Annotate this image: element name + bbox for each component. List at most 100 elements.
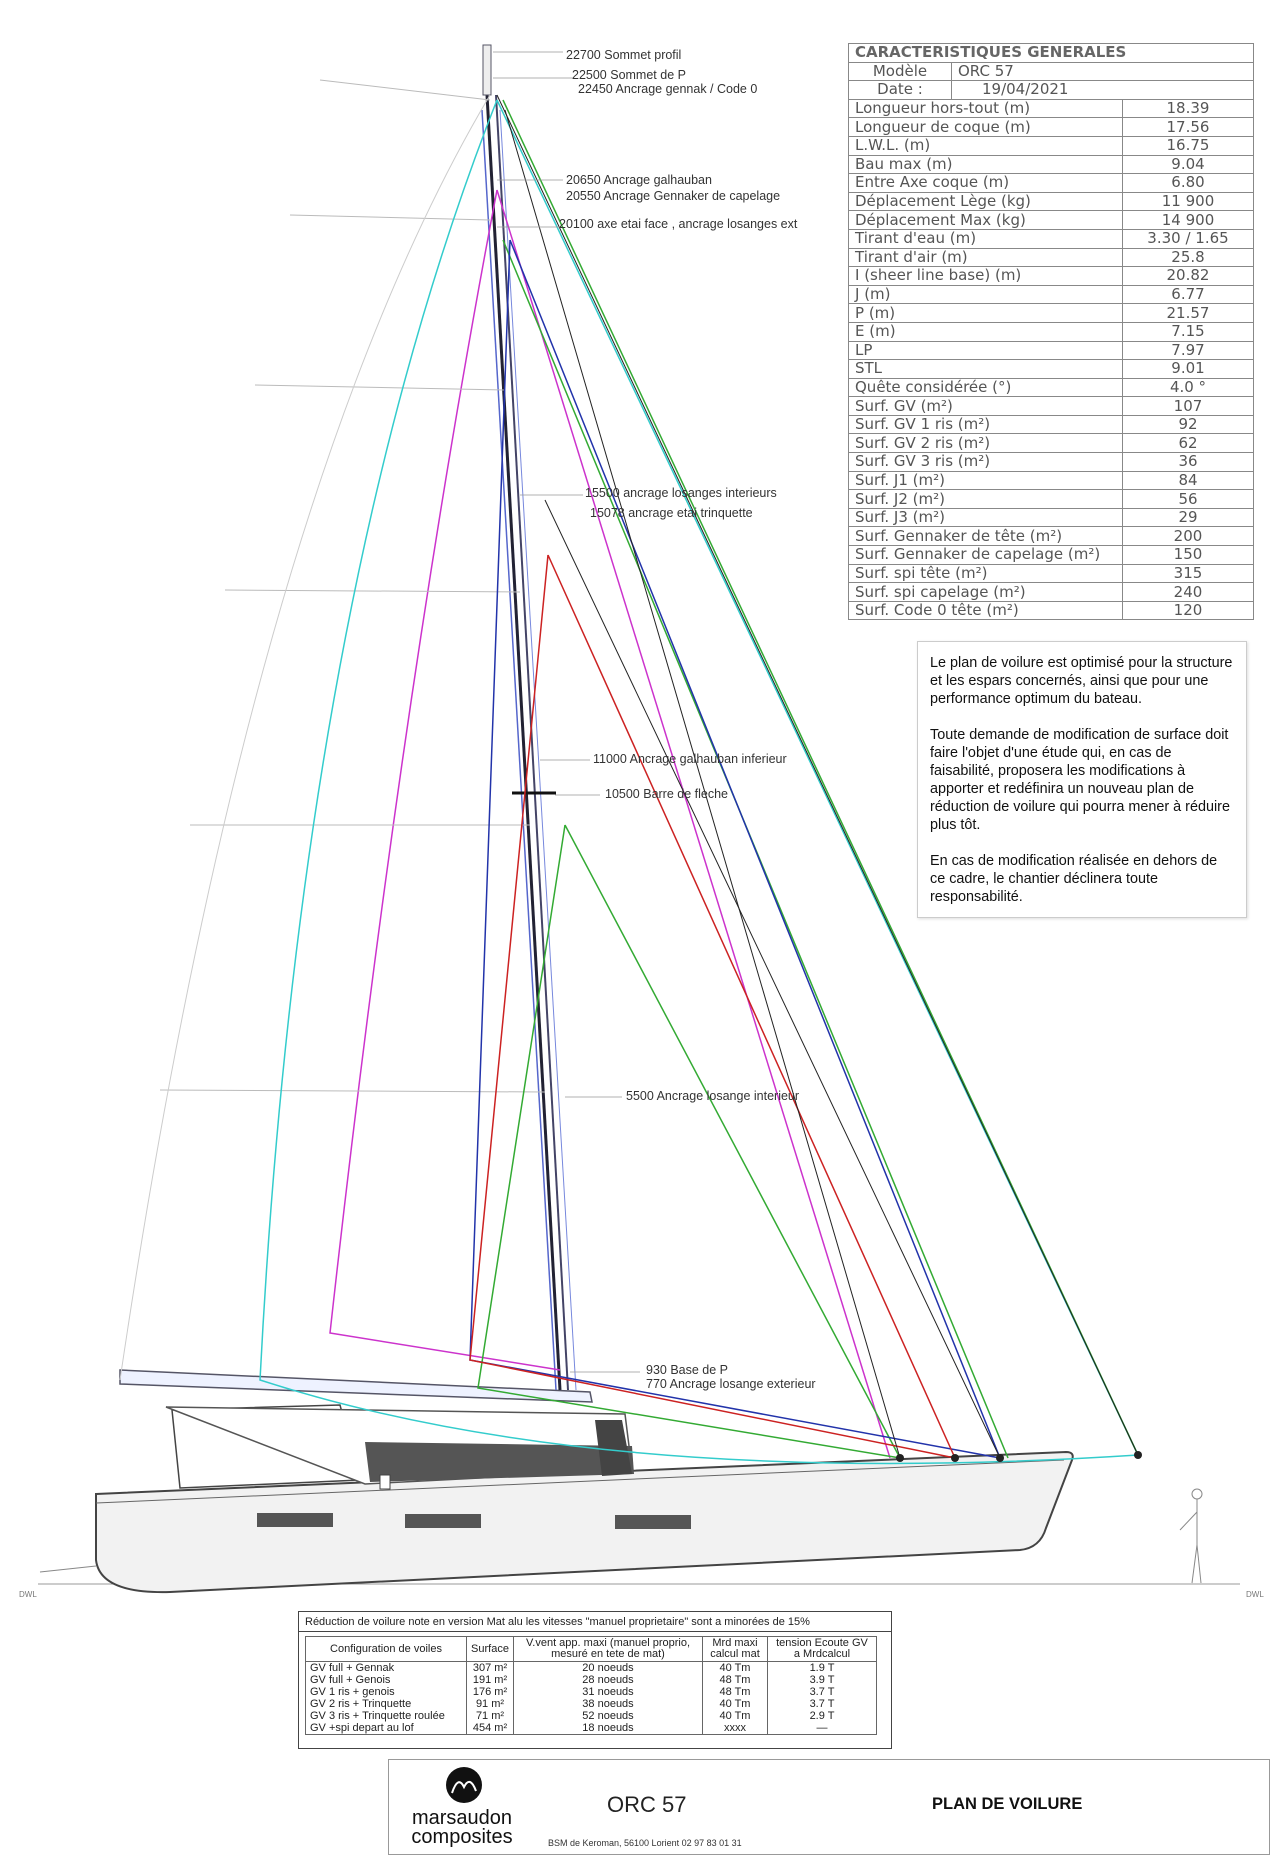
spec-value: 200 (1122, 526, 1254, 547)
reduction-header: tension Ecoute GV a Mrdcalcul (767, 1636, 877, 1662)
drawing-title: PLAN DE VOILURE (932, 1795, 1083, 1813)
spec-label: Surf. spi capelage (m²) (848, 582, 1123, 602)
reduction-table-box: Réduction de voilure note en version Mat… (298, 1611, 892, 1749)
spec-label: P (m) (848, 303, 1123, 323)
spec-row: Surf. Gennaker de tête (m²)200 (848, 526, 1254, 547)
note-paragraph: Toute demande de modification de surface… (930, 727, 1230, 833)
label-sommet-p: 22500 Sommet de P (572, 68, 686, 82)
spec-label: Surf. GV 2 ris (m²) (848, 433, 1123, 454)
reduction-cell: xxxx (702, 1722, 768, 1735)
spec-value: 120 (1122, 600, 1254, 621)
spec-row: Surf. GV 2 ris (m²)62 (848, 433, 1254, 454)
leader-lines (493, 51, 640, 1373)
spec-value: 92 (1122, 414, 1254, 435)
spec-row: J (m)6.77 (848, 284, 1254, 305)
label-losange-ext: 770 Ancrage losange exterieur (646, 1377, 816, 1391)
spec-value: 3.30 / 1.65 (1122, 228, 1254, 249)
spec-row: Surf. J3 (m²)29 (848, 507, 1254, 528)
modele-value: ORC 57 (951, 61, 1254, 82)
gennaker-luff (259, 99, 1139, 1465)
reduction-cell: 176 m² (466, 1686, 514, 1698)
date-label: Date : (848, 80, 952, 100)
label-axe-etai: 20100 axe etai face , ancrage losanges e… (559, 217, 798, 231)
reduction-cell: 28 noeuds (513, 1674, 703, 1686)
reduction-header: Configuration de voiles (305, 1636, 467, 1662)
spec-value: 315 (1122, 563, 1254, 584)
brand-line2: composites (411, 1826, 513, 1848)
spec-row: Longueur de coque (m)17.56 (848, 117, 1254, 137)
reduction-cell: 38 noeuds (513, 1698, 703, 1710)
spec-value: 25.8 (1122, 247, 1254, 268)
reduction-cell: 191 m² (466, 1674, 514, 1686)
spec-value: 36 (1122, 452, 1254, 472)
brand-logo: marsaudon composites (392, 1765, 540, 1849)
spec-value: 107 (1122, 396, 1254, 416)
label-gennaker-capelage: 20550 Ancrage Gennaker de capelage (566, 189, 781, 203)
spec-label: J (m) (848, 284, 1123, 305)
reduction-cell: GV 2 ris + Trinquette (305, 1698, 467, 1710)
reduction-cell: 18 noeuds (513, 1722, 703, 1735)
spec-value: 56 (1122, 489, 1254, 509)
hull-window (257, 1513, 333, 1527)
mainsail-roach (119, 94, 491, 1381)
spec-label: I (sheer line base) (m) (848, 266, 1123, 286)
scale-figure (1179, 1488, 1203, 1584)
spec-row: Quête considérée (°)4.0 ° (848, 377, 1254, 398)
reduction-cell: 48 Tm (702, 1674, 768, 1686)
spec-label: Longueur hors-tout (m) (848, 98, 1123, 119)
spec-row: Longueur hors-tout (m)18.39 (848, 98, 1254, 119)
spec-label: Surf. Gennaker de capelage (m²) (848, 545, 1123, 565)
spec-label: LP (848, 340, 1123, 361)
boom (119, 1369, 593, 1403)
label-base-p: 930 Base de P (646, 1363, 729, 1377)
reduction-cell: 40 Tm (702, 1698, 768, 1710)
reduction-cell: GV 3 ris + Trinquette roulée (305, 1710, 467, 1722)
spec-label: Surf. GV 1 ris (m²) (848, 414, 1123, 435)
spec-label: Bau max (m) (848, 154, 1123, 175)
spec-value: 9.01 (1122, 359, 1254, 379)
label-losange-int: 5500 Ancrage losange interieur (626, 1089, 800, 1103)
spec-value: 17.56 (1122, 117, 1254, 137)
spec-label: Surf. J3 (m²) (848, 507, 1123, 528)
note-paragraph: Le plan de voilure est optimisé pour la … (930, 655, 1233, 707)
label-sommet-profil: 22700 Sommet profil (566, 48, 682, 62)
spec-value: 20.82 (1122, 266, 1254, 286)
reduction-cell: 31 noeuds (513, 1686, 703, 1698)
modele-label: Modèle (848, 61, 952, 82)
reduction-cell: — (767, 1722, 877, 1735)
spec-row: I (sheer line base) (m)20.82 (848, 266, 1254, 286)
reduction-header: Mrd maxi calcul mat (702, 1636, 768, 1662)
spec-row: Surf. GV 3 ris (m²)36 (848, 452, 1254, 472)
spec-label: Déplacement Max (kg) (848, 210, 1123, 230)
spec-row: Surf. spi capelage (m²)240 (848, 582, 1254, 602)
mast (481, 44, 577, 1391)
reduction-cell: 48 Tm (702, 1686, 768, 1698)
company-address: BSM de Keroman, 56100 Lorient 02 97 83 0… (548, 1838, 742, 1848)
spec-row: Surf. Code 0 tête (m²)120 (848, 600, 1254, 621)
spec-value: 6.80 (1122, 173, 1254, 193)
spec-row: Tirant d'eau (m)3.30 / 1.65 (848, 228, 1254, 249)
date-value: 19/04/2021 (951, 80, 1254, 100)
spec-value: 4.0 ° (1122, 377, 1254, 398)
reduction-header: V.vent app. maxi (manuel proprio, mesuré… (513, 1636, 703, 1662)
spec-label: Surf. Code 0 tête (m²) (848, 600, 1123, 621)
reduction-cell: 454 m² (466, 1722, 514, 1735)
label-etai-trinquette: 15078 ancrage etai trinquette (590, 506, 753, 520)
spec-value: 18.39 (1122, 98, 1254, 119)
mainsail (329, 189, 891, 1459)
dwl-label-left: DWL (19, 1590, 37, 1599)
spec-value: 62 (1122, 433, 1254, 454)
spec-value: 150 (1122, 545, 1254, 565)
forestay (496, 94, 1139, 1459)
label-galhauban: 20650 Ancrage galhauban (566, 173, 712, 187)
label-barre-fleche: 10500 Barre de fleche (605, 787, 729, 801)
hull-window (405, 1514, 481, 1528)
spec-row: Surf. Gennaker de capelage (m²)150 (848, 545, 1254, 565)
spec-label: Surf. J2 (m²) (848, 489, 1123, 509)
spec-label: Surf. GV 3 ris (m²) (848, 452, 1123, 472)
reduction-cell: 91 m² (466, 1698, 514, 1710)
spec-label: STL (848, 359, 1123, 379)
spec-value: 7.97 (1122, 340, 1254, 361)
